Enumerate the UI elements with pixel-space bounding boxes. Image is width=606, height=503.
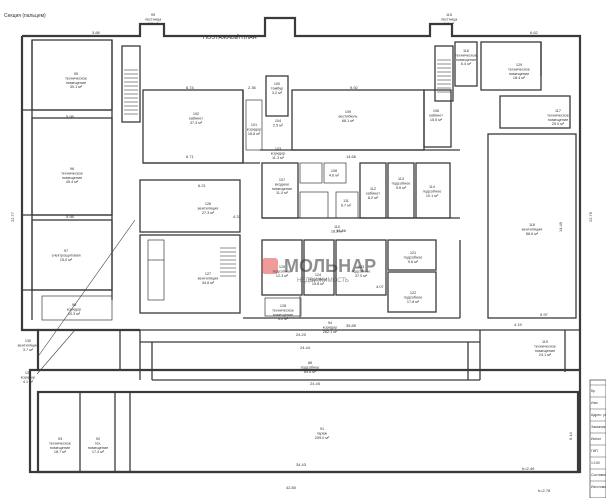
dim-d: 4.19 xyxy=(514,322,523,327)
garage-block xyxy=(36,390,580,474)
leader-lines xyxy=(36,219,136,375)
title-block-row: ГИП xyxy=(591,449,598,453)
section-label: Секция (пальцем) xyxy=(4,13,46,19)
dim-right-height: 22.76 xyxy=(588,211,593,222)
title-block-row: Изм xyxy=(591,401,598,405)
dim-row1: 5.98 xyxy=(66,114,75,119)
dim-top-left: 3.88 xyxy=(92,30,101,35)
right-room-block xyxy=(454,41,577,319)
dim-row3: 6.21 xyxy=(198,183,207,188)
dim-b: 4.07 xyxy=(376,284,385,289)
title-block-row: Составил xyxy=(591,473,606,477)
dim-bottom-total: 42.80 xyxy=(286,485,297,490)
watermark-subtitle: НЕДВИЖИМОСТЬ xyxy=(297,278,349,284)
dim-garage-height: 6.14 xyxy=(568,431,573,440)
watermark-title: МОЛЬНАР xyxy=(284,256,376,276)
central-block xyxy=(261,162,460,219)
title-block-row: Испол xyxy=(591,437,601,441)
dim-row2: 5.98 xyxy=(66,214,75,219)
dim-top-mid3: 9.92 xyxy=(350,85,359,90)
dim-c: 5.97 xyxy=(540,312,549,317)
ventilation-block xyxy=(139,179,241,314)
dim-row4: 14.66 xyxy=(346,154,357,159)
title-block-row: Заказчик xyxy=(591,425,606,429)
dim-row5: 16.46 xyxy=(336,228,347,233)
outer-walls xyxy=(20,16,582,474)
upper-middle-block xyxy=(142,75,460,164)
stair-99 xyxy=(121,45,141,123)
lower-middle-block xyxy=(243,239,461,319)
dim-top-right: 6.62 xyxy=(530,30,539,35)
dim-top-mid1: 6.74 xyxy=(186,85,195,90)
dimension-labels: 3.88 6.74 2.36 9.92 6.62 22.77 22.76 5.9… xyxy=(10,30,593,490)
dim-right-mid: 14.49 xyxy=(558,221,563,232)
dim-corr3: 24.44 xyxy=(300,345,311,350)
dim-e: 6.71 xyxy=(186,154,195,159)
dim-left-height: 22.77 xyxy=(10,211,15,222)
dim-corr2: 35.85 xyxy=(346,323,357,328)
stair-115 xyxy=(434,45,454,102)
title-block-row: Кр xyxy=(591,389,595,393)
dim-top-mid2: 2.36 xyxy=(248,85,257,90)
title-block-row: Адрес: ул. xyxy=(591,413,606,417)
height-mark-2: h=2.78 xyxy=(538,488,551,493)
watermark: МОЛЬНАР НЕДВИЖИМОСТЬ xyxy=(262,256,376,284)
height-mark: h=2.49 xyxy=(522,466,535,471)
dim-a: 4.33 xyxy=(233,214,242,219)
left-room-block xyxy=(22,39,113,321)
dim-corr4: 24.45 xyxy=(310,381,321,386)
dim-corr1: 24.20 xyxy=(296,332,307,337)
title-block-row: Изготовил xyxy=(591,485,606,489)
corridor-band xyxy=(140,341,480,381)
title-block-row: 1:100 xyxy=(591,461,600,465)
dim-garage-width: 34.43 xyxy=(296,462,307,467)
